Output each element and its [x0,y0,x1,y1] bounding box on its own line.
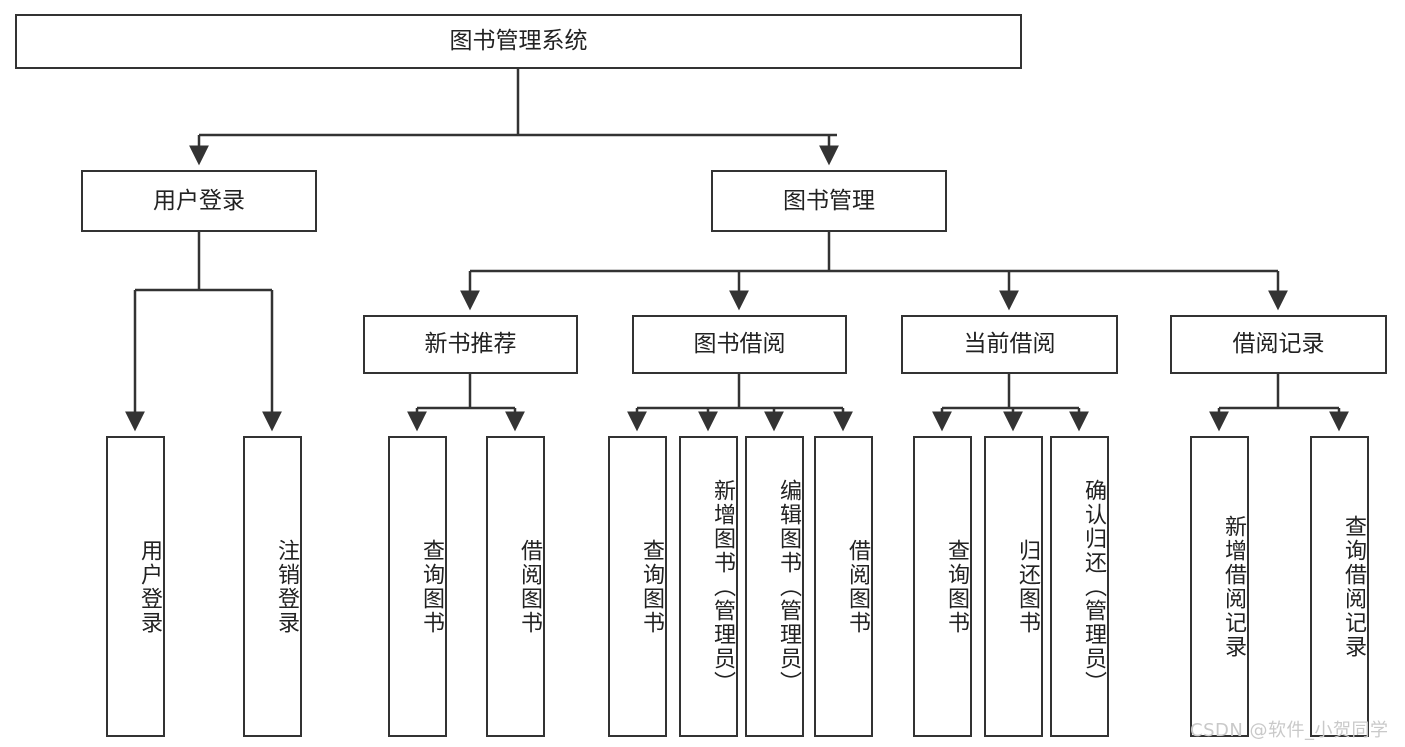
leaf-query-borrow-record[interactable]: 查询借阅记录 [1310,436,1369,737]
node-current-borrow[interactable]: 当前借阅 [901,315,1118,374]
leaf-add-borrow-record[interactable]: 新增借阅记录 [1190,436,1249,737]
node-label: 新书推荐 [424,331,517,358]
node-label: 用户登录 [153,187,245,214]
leaf-borrow-add-book[interactable]: 新增图书（管理员） [679,436,738,737]
csdn-watermark: CSDN @软件_小贺同学 [1190,720,1389,741]
node-label: 注销登录 [274,538,299,635]
node-label: 编辑图书（管理员） [776,478,801,695]
node-label: 查询图书 [419,538,444,635]
node-borrow-record[interactable]: 借阅记录 [1170,315,1387,374]
node-system-root[interactable]: 图书管理系统 [15,14,1022,69]
node-label: 归还图书 [1015,538,1040,635]
node-label: 借阅图书 [517,538,542,635]
leaf-borrow-edit-book[interactable]: 编辑图书（管理员） [745,436,804,737]
node-label: 图书借阅 [693,331,786,358]
node-label: 确认归还（管理员） [1081,478,1106,695]
leaf-borrow-lend-book[interactable]: 借阅图书 [814,436,873,737]
node-label: 新增借阅记录 [1221,514,1246,659]
leaf-cur-confirm-return[interactable]: 确认归还（管理员） [1050,436,1109,737]
node-user-login[interactable]: 用户登录 [81,170,317,232]
leaf-rec-query-book[interactable]: 查询图书 [388,436,447,737]
node-label: 查询图书 [639,538,664,635]
node-book-manage[interactable]: 图书管理 [711,170,947,232]
leaf-user-login[interactable]: 用户登录 [106,436,165,737]
node-label: 用户登录 [137,538,162,635]
leaf-user-logout[interactable]: 注销登录 [243,436,302,737]
node-label: 图书管理 [783,187,875,214]
node-label: 当前借阅 [963,331,1056,358]
node-new-book-recommend[interactable]: 新书推荐 [363,315,578,374]
node-label: 查询图书 [944,538,969,635]
node-label: 借阅图书 [845,538,870,635]
node-label: 图书管理系统 [449,28,588,55]
node-label: 查询借阅记录 [1341,514,1366,659]
leaf-cur-return-book[interactable]: 归还图书 [984,436,1043,737]
node-label: 新增图书（管理员） [710,478,735,695]
node-label: 借阅记录 [1232,331,1325,358]
leaf-borrow-query-book[interactable]: 查询图书 [608,436,667,737]
leaf-rec-borrow-book[interactable]: 借阅图书 [486,436,545,737]
node-book-borrow[interactable]: 图书借阅 [632,315,847,374]
leaf-cur-query-book[interactable]: 查询图书 [913,436,972,737]
